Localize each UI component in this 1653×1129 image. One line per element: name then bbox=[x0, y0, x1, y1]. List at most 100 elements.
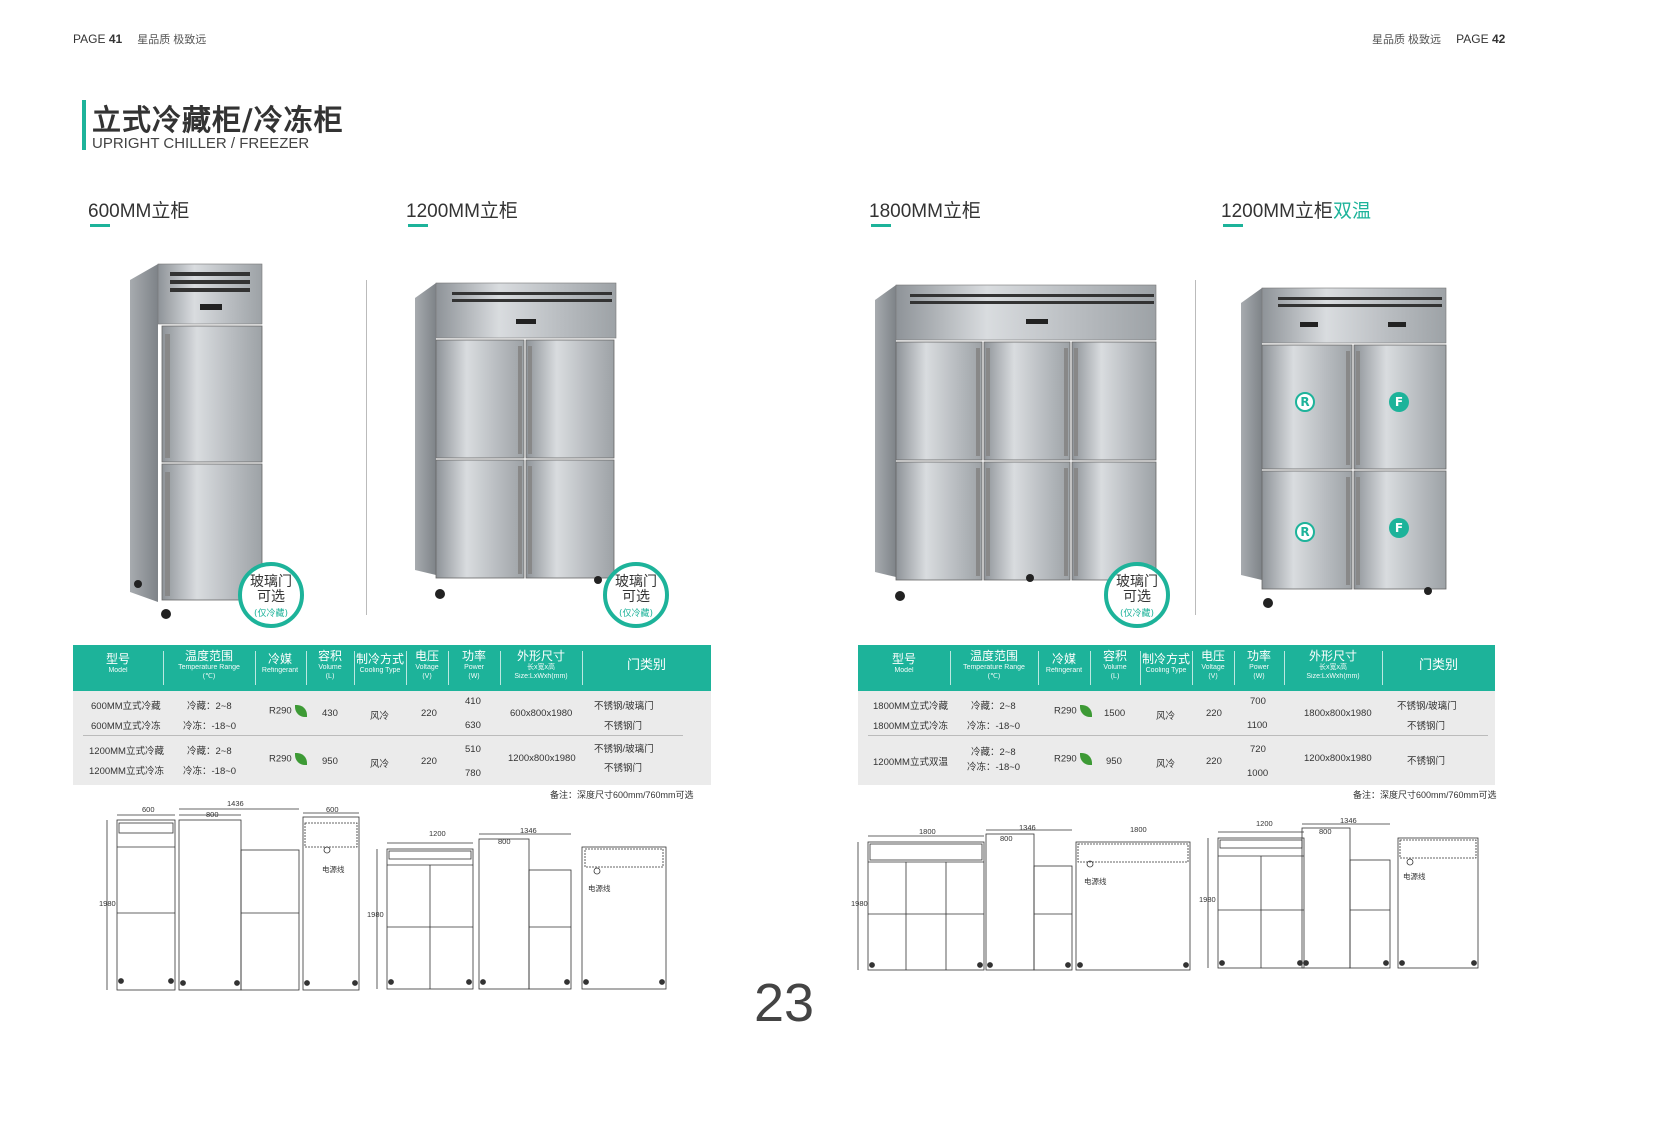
dim-label: 1980 bbox=[851, 899, 868, 908]
table-cell: 风冷 bbox=[1156, 759, 1176, 770]
table-cell: 不锈钢/玻璃门 bbox=[594, 701, 654, 712]
drawing-1200-dual bbox=[1207, 823, 1479, 969]
table-cell: R290 bbox=[1054, 705, 1092, 717]
table-cell: 冷冻：-18~0 bbox=[183, 721, 237, 732]
dim-label: 800 bbox=[1319, 827, 1332, 836]
dim-label: 1200 bbox=[429, 829, 446, 838]
cabinet-1200-dual-image bbox=[1241, 287, 1447, 608]
table-cell: R290 bbox=[269, 705, 307, 717]
table-cell: 510 bbox=[465, 744, 481, 755]
product-title-1200: 1200MM立柜 bbox=[406, 196, 518, 227]
page-number: 23 bbox=[754, 973, 815, 1033]
table-cell: 1200MM立式双温 bbox=[873, 757, 948, 768]
col-door: 门类别 bbox=[1418, 658, 1458, 673]
table-cell: R290 bbox=[1054, 753, 1092, 765]
table-cell: 不锈钢门 bbox=[604, 763, 643, 774]
eco-leaf-icon bbox=[294, 705, 307, 717]
freezer-mark: F bbox=[1389, 392, 1409, 412]
table-cell: 冷冻：-18~0 bbox=[967, 762, 1021, 773]
dim-label: 800 bbox=[206, 810, 219, 819]
table-cell: 950 bbox=[322, 756, 338, 767]
right-slogan: 星品质 极致远 bbox=[1372, 34, 1442, 46]
section-accent-bar bbox=[82, 100, 86, 150]
table-cell: 风冷 bbox=[370, 711, 390, 722]
dim-label: 电源线 bbox=[588, 884, 611, 893]
table-cell: 冷藏：2~8 bbox=[187, 701, 232, 712]
drawing-600 bbox=[106, 808, 360, 991]
right-page-header: 星品质 极致远 PAGE 42 bbox=[1372, 31, 1505, 47]
dim-label: 1980 bbox=[367, 910, 384, 919]
cabinet-600-image bbox=[130, 263, 263, 619]
table-cell: 不锈钢门 bbox=[1407, 756, 1446, 767]
table-cell: 950 bbox=[1106, 756, 1122, 767]
left-page-label: PAGE 41 bbox=[73, 32, 123, 46]
table-cell: 410 bbox=[465, 696, 481, 707]
glass-door-badge: 玻璃门可选(仅冷藏) bbox=[603, 562, 669, 628]
drawing-1200 bbox=[376, 833, 667, 990]
table-cell: 不锈钢/玻璃门 bbox=[1397, 701, 1457, 712]
table-cell: 1200x800x1980 bbox=[508, 753, 576, 764]
table-cell: 700 bbox=[1250, 696, 1266, 707]
dim-label: 1346 bbox=[520, 826, 537, 835]
table-cell: 风冷 bbox=[370, 759, 390, 770]
table-cell: 720 bbox=[1250, 744, 1266, 755]
table-cell: 冷冻：-18~0 bbox=[967, 721, 1021, 732]
table-cell: 冷藏：2~8 bbox=[187, 746, 232, 757]
left-table-note: 备注：深度尺寸600mm/760mm可选 bbox=[550, 790, 694, 800]
table-cell: 630 bbox=[465, 720, 481, 731]
left-page-header: PAGE 41 星品质 极致远 bbox=[73, 31, 206, 47]
table-cell: 1100 bbox=[1247, 720, 1268, 731]
table-cell: 1200MM立式冷冻 bbox=[89, 766, 164, 777]
table-cell: 220 bbox=[1206, 708, 1222, 719]
dim-label: 800 bbox=[498, 837, 511, 846]
right-page-label: PAGE 42 bbox=[1456, 32, 1506, 46]
dim-label: 1980 bbox=[1199, 895, 1216, 904]
cabinet-1800-image bbox=[875, 284, 1157, 601]
dim-label: 电源线 bbox=[1403, 872, 1426, 881]
drawing-1800 bbox=[857, 829, 1191, 971]
table-cell: 780 bbox=[465, 768, 481, 779]
dim-label: 1800 bbox=[1130, 825, 1147, 834]
table-cell: 600x800x1980 bbox=[510, 708, 573, 719]
glass-door-badge: 玻璃门可选(仅冷藏) bbox=[238, 562, 304, 628]
cabinet-1200-image bbox=[415, 282, 617, 599]
table-cell: 1200x800x1980 bbox=[1304, 753, 1372, 764]
table-cell: 1500 bbox=[1104, 708, 1126, 719]
product-title-600: 600MM立柜 bbox=[88, 196, 189, 227]
dim-label: 600 bbox=[142, 805, 155, 814]
dim-label: 电源线 bbox=[1084, 877, 1107, 886]
left-slogan: 星品质 极致远 bbox=[137, 34, 207, 46]
table-cell: 不锈钢门 bbox=[604, 721, 643, 732]
table-cell: 600MM立式冷冻 bbox=[91, 721, 161, 732]
section-title: 立式冷藏柜/冷冻柜 bbox=[92, 103, 344, 137]
divider bbox=[366, 280, 367, 615]
table-cell: 220 bbox=[421, 756, 437, 767]
table-cell: 1800x800x1980 bbox=[1304, 708, 1372, 719]
dim-label: 1980 bbox=[99, 899, 116, 908]
dim-label: 电源线 bbox=[322, 865, 345, 874]
left-spec-table-body: 600MM立式冷藏 600MM立式冷冻 冷藏：2~8 冷冻：-18~0 R290… bbox=[73, 691, 711, 785]
table-cell: 600MM立式冷藏 bbox=[91, 701, 161, 712]
dim-label: 800 bbox=[1000, 834, 1013, 843]
table-cell: 1200MM立式冷藏 bbox=[89, 746, 164, 757]
chiller-mark: R bbox=[1295, 392, 1315, 412]
table-cell: 1000 bbox=[1247, 768, 1269, 779]
product-title-1800: 1800MM立柜 bbox=[869, 196, 981, 227]
table-cell: 220 bbox=[421, 708, 437, 719]
eco-leaf-icon bbox=[294, 753, 307, 765]
